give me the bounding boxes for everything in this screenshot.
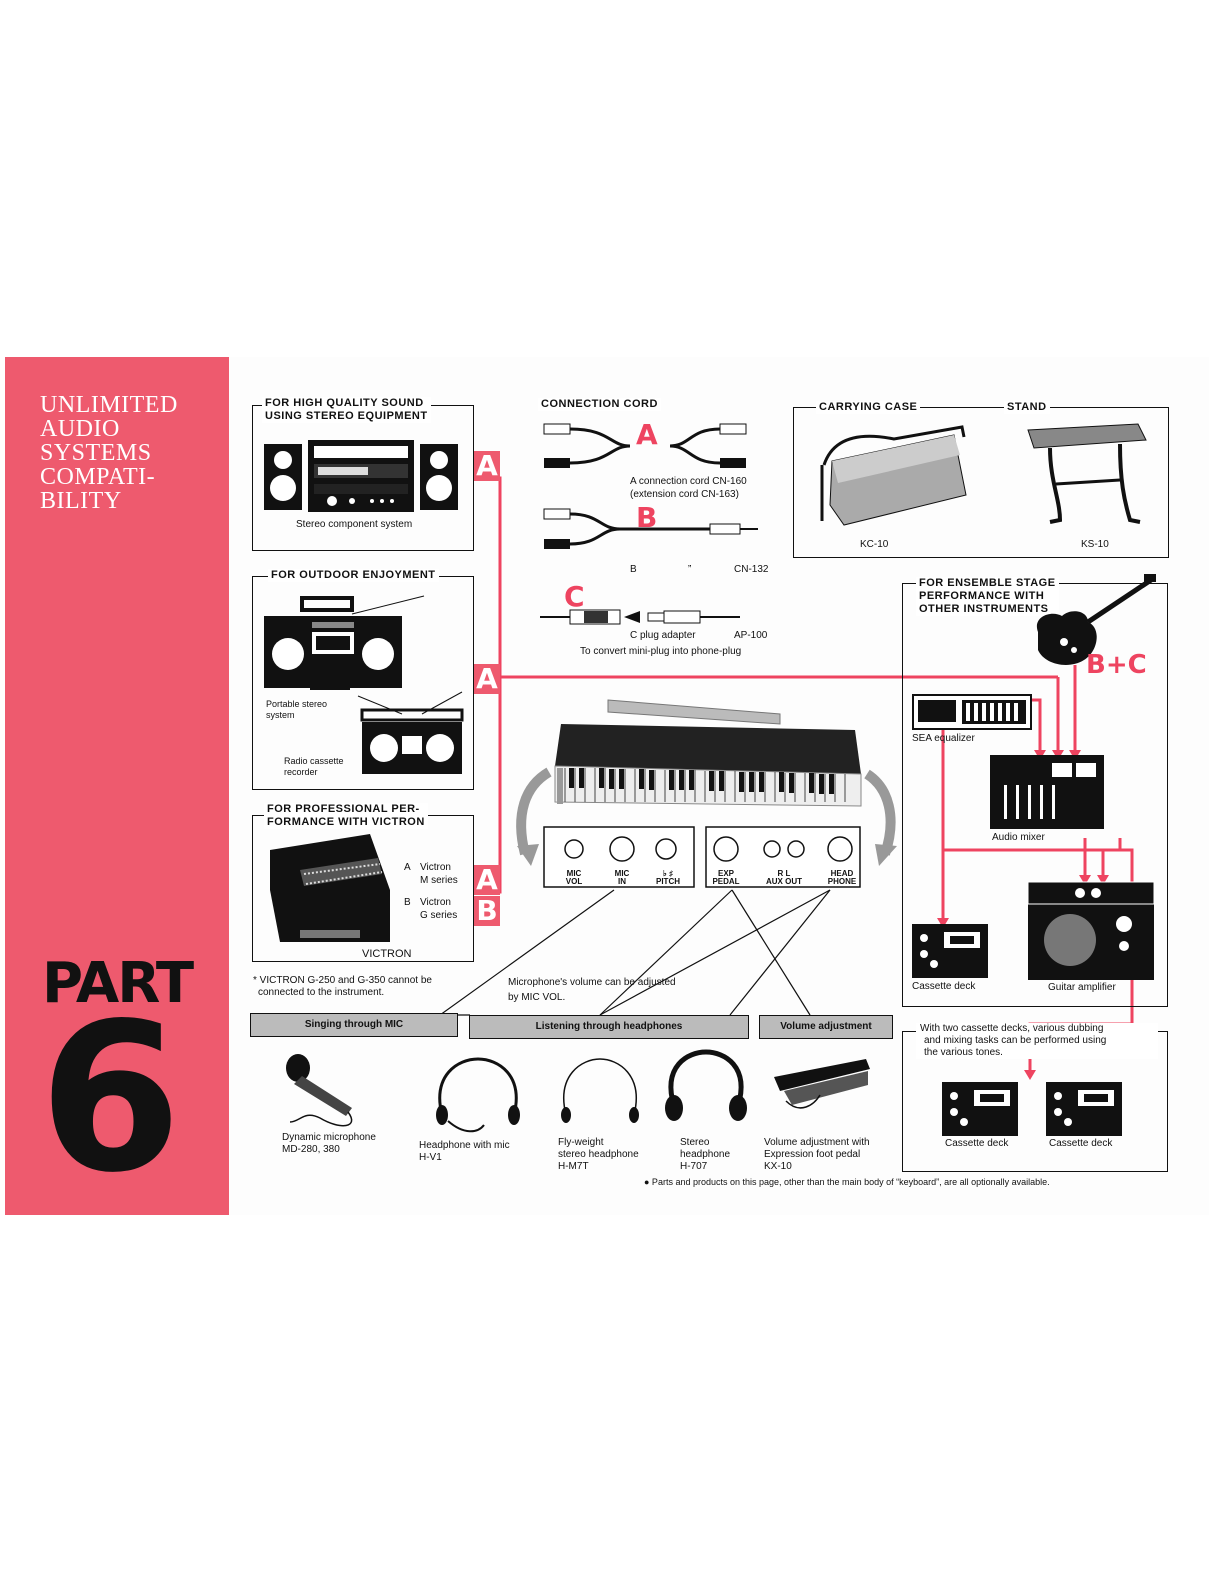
- singing-through-mic-bar: Singing through MIC: [250, 1013, 458, 1037]
- caption-line: Dynamic microphone: [282, 1132, 376, 1144]
- mic-note-line: by MIC VOL.: [508, 989, 676, 1004]
- volume-adjustment-bar: Volume adjustment: [759, 1015, 893, 1039]
- headphone-with-mic-image: [428, 1055, 528, 1135]
- caption-line: stereo headphone: [558, 1149, 639, 1161]
- expression-foot-pedal-image: [770, 1055, 880, 1115]
- accessory-headphone-mic-caption: Headphone with mic H-V1: [419, 1140, 510, 1164]
- caption-line: MD-280, 380: [282, 1144, 376, 1156]
- accessory-microphone-caption: Dynamic microphone MD-280, 380: [282, 1132, 376, 1156]
- accessory-fly-weight-caption: Fly-weight stereo headphone H-M7T: [558, 1137, 639, 1173]
- stereo-headphone-image: [662, 1050, 752, 1130]
- caption-line: headphone: [680, 1149, 730, 1161]
- caption-line: Expression foot pedal: [764, 1149, 870, 1161]
- caption-line: H-V1: [419, 1152, 510, 1164]
- caption-line: H-M7T: [558, 1161, 639, 1173]
- fly-weight-headphone-image: [556, 1055, 646, 1135]
- caption-line: KX-10: [764, 1161, 870, 1173]
- caption-line: Fly-weight: [558, 1137, 639, 1149]
- accessory-foot-pedal-caption: Volume adjustment with Expression foot p…: [764, 1137, 870, 1173]
- caption-line: Stereo: [680, 1137, 730, 1149]
- microphone-image: [280, 1050, 380, 1130]
- mic-note-line: Microphone's volume can be adjusted: [508, 977, 676, 989]
- caption-line: Headphone with mic: [419, 1140, 510, 1152]
- caption-line: H-707: [680, 1161, 730, 1173]
- footnote: ● Parts and products on this page, other…: [644, 1177, 1050, 1188]
- caption-line: Volume adjustment with: [764, 1137, 870, 1149]
- accessory-stereo-headphone-caption: Stereo headphone H-707: [680, 1137, 730, 1173]
- mic-note: Microphone's volume can be adjusted by M…: [508, 977, 676, 1004]
- listening-through-headphones-bar: Listening through headphones: [469, 1015, 749, 1039]
